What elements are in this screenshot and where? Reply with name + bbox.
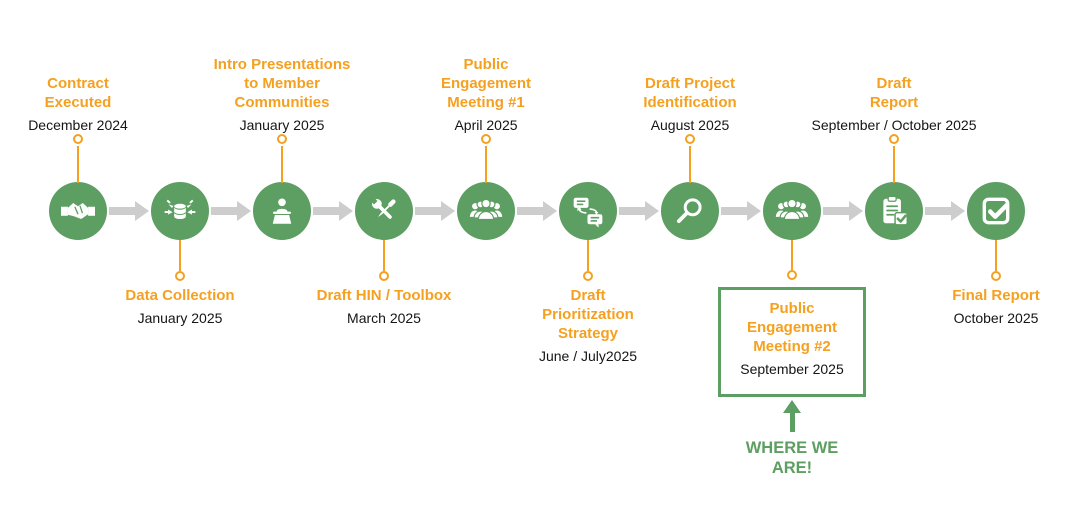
node-public-engagement-1 [457,182,515,240]
milestone-date: June / July2025 [538,348,638,364]
highlight-box: Public Engagement Meeting #2 September 2… [718,287,866,397]
clipboard-check-icon [883,195,909,226]
node-draft-hin-toolbox [355,182,413,240]
milestone-date: March 2025 [347,310,421,326]
connector-line [689,146,691,183]
presentation-icon [272,198,292,224]
milestone-date: August 2025 [650,117,730,133]
milestone-date: December 2024 [28,117,128,133]
node-draft-report [865,182,923,240]
audience-icon [775,198,809,221]
milestone-date: October 2025 [953,310,1039,326]
data-collection-icon [164,199,196,219]
milestone-date: January 2025 [239,117,325,133]
milestone-label: Final Report October 2025 [931,286,1061,327]
discussion-icon [573,197,603,228]
milestone-title: Contract Executed [44,75,112,111]
milestone-label: Draft Prioritization Strategy June / Jul… [533,286,643,365]
connector-line [587,240,589,271]
connector-line [995,240,997,271]
current-position-label: WHERE WE ARE! [745,439,839,477]
milestone-label: Public Engagement Meeting #1 April 2025 [430,55,542,134]
connector-dot [379,271,389,281]
milestone-title: Draft Report [869,75,919,111]
magnifier-icon [676,198,702,224]
milestone-title: Draft Prioritization Strategy [542,287,634,342]
connector-dot [583,271,593,281]
node-draft-prioritization [559,182,617,240]
connector-dot [73,134,83,144]
milestone-title: Public Engagement Meeting #2 [746,300,837,355]
connector-dot [277,134,287,144]
connector-line [893,146,895,183]
milestone-label: Contract Executed December 2024 [23,74,133,134]
milestone-title: Draft Project Identification [643,75,737,111]
milestone-title: Draft HIN / Toolbox [316,287,452,304]
connector-dot [889,134,899,144]
audience-icon [469,198,503,221]
handshake-icon [61,203,95,219]
current-position-arrow-stem [789,412,795,432]
milestone-title: Public Engagement Meeting #1 [440,56,531,111]
node-data-collection [151,182,209,240]
milestone-label: Draft HIN / Toolbox March 2025 [299,286,469,327]
milestone-title: Intro Presentations to Member Communitie… [213,56,351,111]
connector-line [77,146,79,183]
milestone-date: January 2025 [137,310,223,326]
node-intro-presentations [253,182,311,240]
node-public-engagement-2 [763,182,821,240]
milestone-date: September / October 2025 [811,117,977,133]
connector-line [485,146,487,183]
node-draft-project-identification [661,182,719,240]
milestone-label: Draft Project Identification August 2025 [620,74,760,134]
tools-icon [370,197,396,219]
node-final-report [967,182,1025,240]
connector-line [791,240,793,270]
milestone-label: Intro Presentations to Member Communitie… [207,55,357,134]
connector-line [179,240,181,271]
current-position-arrow [783,400,801,413]
node-contract-executed [49,182,107,240]
connector-line [281,146,283,183]
connector-dot [481,134,491,144]
milestone-title: Final Report [952,287,1040,304]
milestone-date: April 2025 [454,117,518,133]
connector-line [383,240,385,271]
connector-dot [787,270,797,280]
milestone-title: Data Collection [125,287,235,304]
milestone-label: Draft Report September / October 2025 [789,74,999,134]
checkbox-check-icon [982,197,1010,225]
connector-dot [685,134,695,144]
milestone-date: September 2025 [740,361,844,377]
milestone-label: Data Collection January 2025 [105,286,255,327]
connector-dot [991,271,1001,281]
connector-dot [175,271,185,281]
